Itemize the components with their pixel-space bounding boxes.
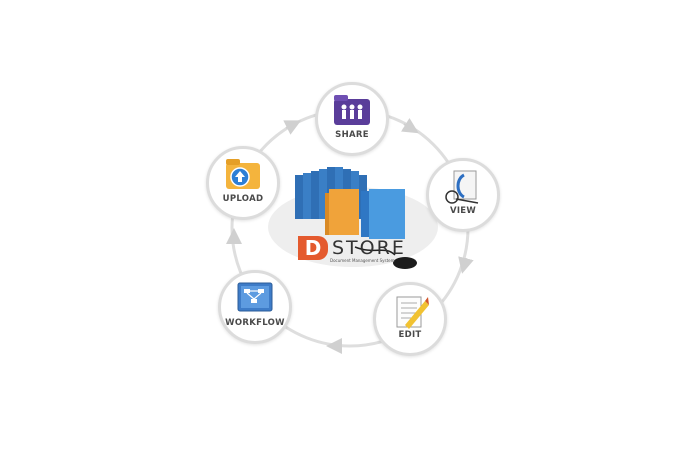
node-share-label: SHARE <box>335 130 369 140</box>
logo-tagline: Document Management System <box>330 258 395 263</box>
people-folder-icon <box>334 95 370 125</box>
arrow-share-view <box>400 117 419 134</box>
node-upload-label: UPLOAD <box>222 194 264 204</box>
workflow-chart-icon <box>237 282 273 312</box>
orange-folder <box>325 189 359 235</box>
node-edit-label: EDIT <box>398 330 422 340</box>
node-workflow-label: WORKFLOW <box>225 318 285 328</box>
arrow-view-edit <box>458 256 474 274</box>
mouse <box>393 257 417 269</box>
pencil-document-icon <box>396 296 429 329</box>
folders-illustration <box>268 167 438 269</box>
node-share: SHARE <box>315 82 389 156</box>
node-view-label: VIEW <box>449 206 477 216</box>
blue-folder <box>361 189 405 239</box>
logo-letter: D <box>298 236 328 260</box>
upload-folder-icon <box>226 159 260 189</box>
node-view: VIEW <box>426 158 500 232</box>
logo-word: STORE <box>332 237 406 259</box>
node-upload: UPLOAD <box>206 146 280 220</box>
node-edit: EDIT <box>373 282 447 356</box>
mouse-cable <box>354 246 396 256</box>
node-workflow: WORKFLOW <box>218 270 292 344</box>
magnifier-document-icon <box>445 170 479 204</box>
arrow-upload-share <box>283 120 302 135</box>
